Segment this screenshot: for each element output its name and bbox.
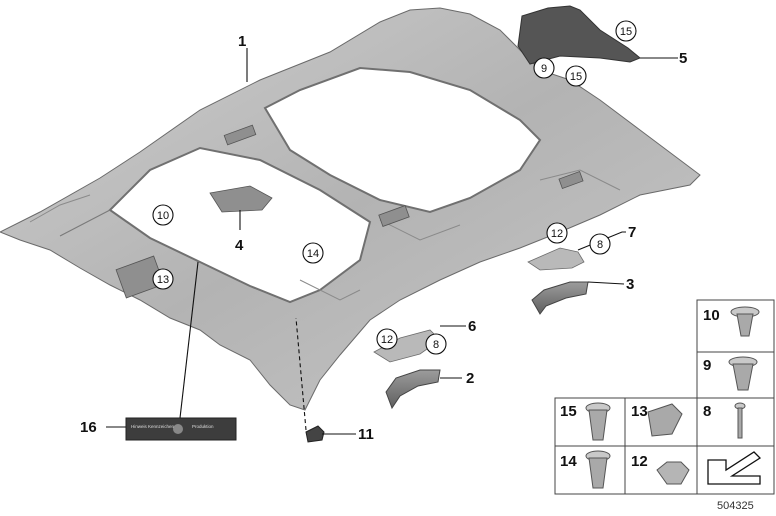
headliner-shell bbox=[0, 7, 701, 411]
circled-13: 14 bbox=[307, 248, 319, 260]
callout-7: 7 bbox=[628, 224, 636, 241]
circled-14: 13 bbox=[157, 274, 169, 286]
callout-5: 5 bbox=[679, 50, 687, 67]
callout-2: 2 bbox=[466, 370, 474, 387]
callout-4: 4 bbox=[235, 237, 244, 254]
circled-8-right: 8 bbox=[597, 239, 603, 251]
plate-right-text: Produktion bbox=[192, 424, 214, 429]
plate-left-text: Hinweis Kennzeichen bbox=[131, 424, 175, 429]
fastener-legend: 10 9 15 13 8 14 12 bbox=[554, 299, 775, 495]
direction-arrow-icon bbox=[707, 451, 762, 485]
callout-1: 1 bbox=[238, 33, 246, 50]
clip-15-icon bbox=[585, 402, 611, 441]
circled-15-top: 15 bbox=[620, 26, 632, 38]
reference-number: 504325 bbox=[717, 500, 754, 512]
callout-6: 6 bbox=[468, 318, 476, 335]
screw-8-icon bbox=[734, 402, 746, 439]
callout-3: 3 bbox=[626, 276, 634, 293]
legend-12: 12 bbox=[631, 453, 648, 470]
callout-16: 16 bbox=[80, 419, 97, 436]
clip-13-icon bbox=[647, 403, 683, 437]
clip-10-icon bbox=[730, 306, 760, 337]
circled-12-right: 12 bbox=[551, 228, 563, 240]
circled-9: 9 bbox=[541, 63, 547, 75]
clip-14-icon bbox=[585, 450, 611, 489]
plate-emblem-icon bbox=[173, 424, 183, 434]
legend-9: 9 bbox=[703, 357, 711, 374]
circled-15: 15 bbox=[570, 71, 582, 83]
legend-10: 10 bbox=[703, 307, 720, 324]
clip-9-icon bbox=[728, 356, 758, 391]
callout-11: 11 bbox=[358, 426, 374, 443]
grab-handle-center-part bbox=[385, 369, 441, 410]
interior-light-part bbox=[209, 185, 273, 213]
callout-labels: 1 2 3 4 5 6 7 11 16 bbox=[80, 33, 687, 443]
legend-14: 14 bbox=[560, 453, 577, 470]
bracket-right-part bbox=[527, 247, 585, 271]
legend-15: 15 bbox=[560, 403, 577, 420]
legend-13: 13 bbox=[631, 403, 648, 420]
grab-handle-right-part bbox=[531, 281, 589, 315]
label-plate-part: Hinweis Kennzeichen Produktion bbox=[125, 417, 237, 441]
nut-12-icon bbox=[656, 461, 690, 485]
circled-12-center: 12 bbox=[381, 334, 393, 346]
circled-8-center: 8 bbox=[433, 339, 439, 351]
circled-10: 10 bbox=[157, 210, 169, 222]
legend-8: 8 bbox=[703, 403, 711, 420]
small-clip-part bbox=[305, 425, 325, 443]
circled-callouts: 15 9 15 10 14 13 12 8 12 8 bbox=[152, 20, 637, 355]
